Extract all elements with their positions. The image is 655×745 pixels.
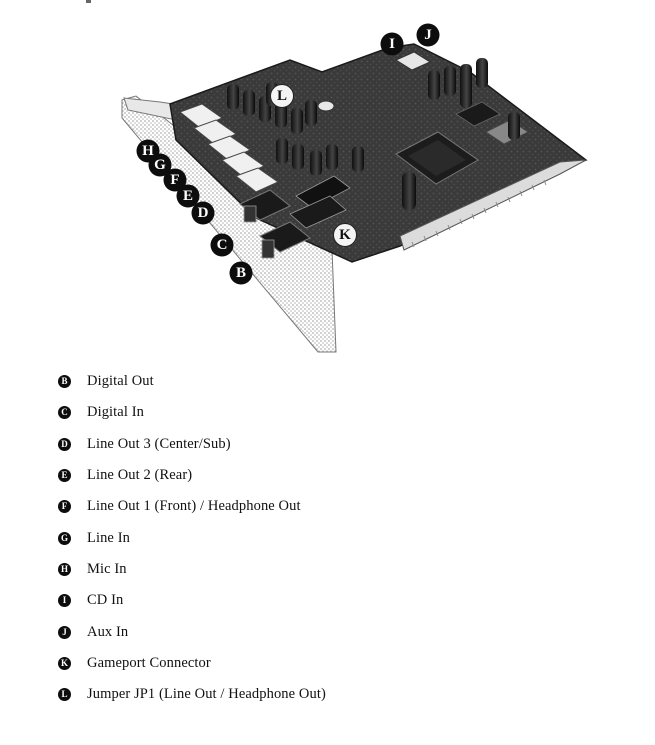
letter-badge-b: B xyxy=(58,375,71,389)
legend-label: Mic In xyxy=(87,560,127,577)
legend-label: CD In xyxy=(87,592,124,609)
legend-label: Aux In xyxy=(87,623,129,640)
legend-item-jumper-jp1: L Jumper JP1 (Line Out / Headphone Out) xyxy=(58,679,618,710)
legend-item-line-out-2: E Line Out 2 (Rear) xyxy=(58,460,618,491)
callout-l: L xyxy=(270,84,294,108)
svg-text:L: L xyxy=(277,88,287,104)
svg-text:B: B xyxy=(236,265,246,281)
callout-e: E xyxy=(176,184,200,208)
svg-text:E: E xyxy=(183,188,193,204)
legend-label: Digital In xyxy=(87,404,144,421)
legend-item-digital-out: B Digital Out xyxy=(58,366,618,397)
letter-badge-c: C xyxy=(58,406,71,420)
svg-text:F: F xyxy=(170,172,179,188)
sound-card-figure: H G F E D C B I J L K xyxy=(121,23,588,353)
legend-label: Digital Out xyxy=(87,373,154,390)
callout-g: G xyxy=(148,153,172,177)
svg-text:J: J xyxy=(424,27,432,43)
callout-k: K xyxy=(333,223,357,247)
legend-item-gameport: K Gameport Connector xyxy=(58,648,618,679)
legend-label: Line In xyxy=(87,529,130,546)
callout-j: J xyxy=(416,23,440,47)
legend-label: Jumper JP1 (Line Out / Headphone Out) xyxy=(87,686,326,703)
letter-badge-i: I xyxy=(58,594,71,608)
legend-item-cd-in: I CD In xyxy=(58,585,618,616)
legend-item-line-out-1: F Line Out 1 (Front) / Headphone Out xyxy=(58,491,618,522)
component-legend: B Digital Out C Digital In D Line Out 3 … xyxy=(58,366,618,710)
svg-text:I: I xyxy=(389,36,395,52)
legend-label: Line Out 1 (Front) / Headphone Out xyxy=(87,498,301,515)
legend-label: Gameport Connector xyxy=(87,654,211,671)
legend-item-mic-in: H Mic In xyxy=(58,554,618,585)
letter-badge-j: J xyxy=(58,625,71,639)
callout-d: D xyxy=(191,201,215,225)
legend-item-aux-in: J Aux In xyxy=(58,616,618,647)
legend-item-line-out-3: D Line Out 3 (Center/Sub) xyxy=(58,429,618,460)
legend-item-line-in: G Line In xyxy=(58,522,618,553)
letter-badge-h: H xyxy=(58,562,71,576)
legend-label: Line Out 3 (Center/Sub) xyxy=(87,435,231,452)
capacitors xyxy=(227,58,520,210)
svg-text:K: K xyxy=(339,227,351,243)
letter-badge-k: K xyxy=(58,656,71,670)
letter-badge-f: F xyxy=(58,500,71,514)
callout-c: C xyxy=(210,233,234,257)
callout-f: F xyxy=(163,168,187,192)
audio-jacks xyxy=(178,103,311,259)
svg-text:C: C xyxy=(217,237,228,253)
svg-text:G: G xyxy=(154,157,166,173)
scan-speck xyxy=(86,0,91,3)
svg-text:D: D xyxy=(198,205,209,221)
letter-badge-g: G xyxy=(58,531,71,545)
callout-b: B xyxy=(229,261,253,285)
letter-badge-e: E xyxy=(58,469,71,483)
svg-text:H: H xyxy=(142,143,154,159)
letter-badge-d: D xyxy=(58,437,71,451)
letter-badge-l: L xyxy=(58,688,71,702)
legend-item-digital-in: C Digital In xyxy=(58,397,618,428)
legend-label: Line Out 2 (Rear) xyxy=(87,467,193,484)
callout-i: I xyxy=(380,32,404,56)
